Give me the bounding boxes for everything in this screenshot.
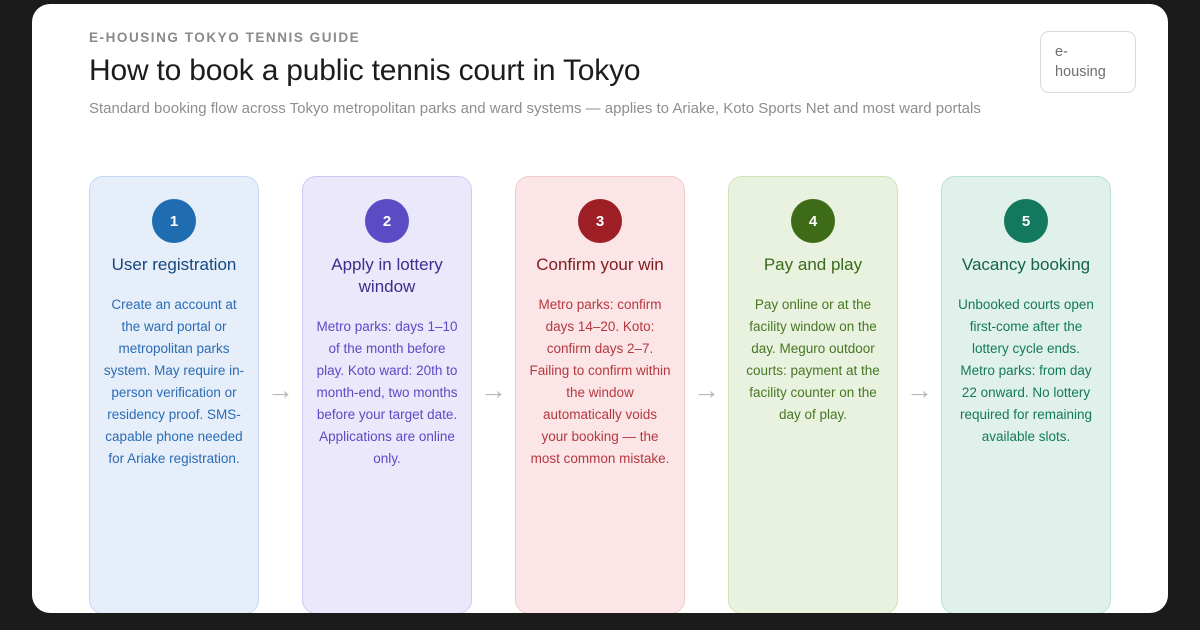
step-title: Confirm your win bbox=[536, 255, 664, 274]
flow-arrow-icon: → bbox=[906, 374, 933, 405]
brand-logo-badge: e-housing bbox=[1040, 31, 1136, 93]
step-number-badge: 5 bbox=[1004, 199, 1048, 243]
step-body: Metro parks: confirm days 14–20. Koto: c… bbox=[529, 297, 671, 466]
page-header: E-Housing Tokyo Tennis Guide How to book… bbox=[89, 30, 1109, 119]
step-title: User registration bbox=[111, 255, 237, 274]
step-number-badge: 2 bbox=[365, 199, 409, 243]
step-number-badge: 3 bbox=[578, 199, 622, 243]
step-title: Pay and play bbox=[763, 255, 863, 274]
step-number-badge: 1 bbox=[152, 199, 196, 243]
step-body: Unbooked courts open first-come after th… bbox=[958, 297, 1094, 444]
brand-logo-text: e-housing bbox=[1055, 44, 1106, 80]
flow-arrow-icon: → bbox=[267, 374, 294, 405]
step-title: Vacancy booking bbox=[961, 255, 1091, 274]
step-number-badge: 4 bbox=[791, 199, 835, 243]
step-title: Apply in lottery window bbox=[331, 255, 443, 296]
guide-page: E-Housing Tokyo Tennis Guide How to book… bbox=[32, 4, 1168, 613]
step-body: Pay online or at the facility window on … bbox=[746, 297, 880, 422]
eyebrow-label: E-Housing Tokyo Tennis Guide bbox=[89, 30, 361, 45]
page-title: How to book a public tennis court in Tok… bbox=[89, 54, 641, 87]
flow-arrow-icon: → bbox=[480, 374, 507, 405]
step-body: Metro parks: days 1–10 of the month befo… bbox=[316, 319, 458, 466]
page-subtitle: Standard booking flow across Tokyo metro… bbox=[89, 100, 981, 117]
step-body: Create an account at the ward portal or … bbox=[103, 297, 245, 466]
flow-arrow-icon: → bbox=[693, 374, 720, 405]
